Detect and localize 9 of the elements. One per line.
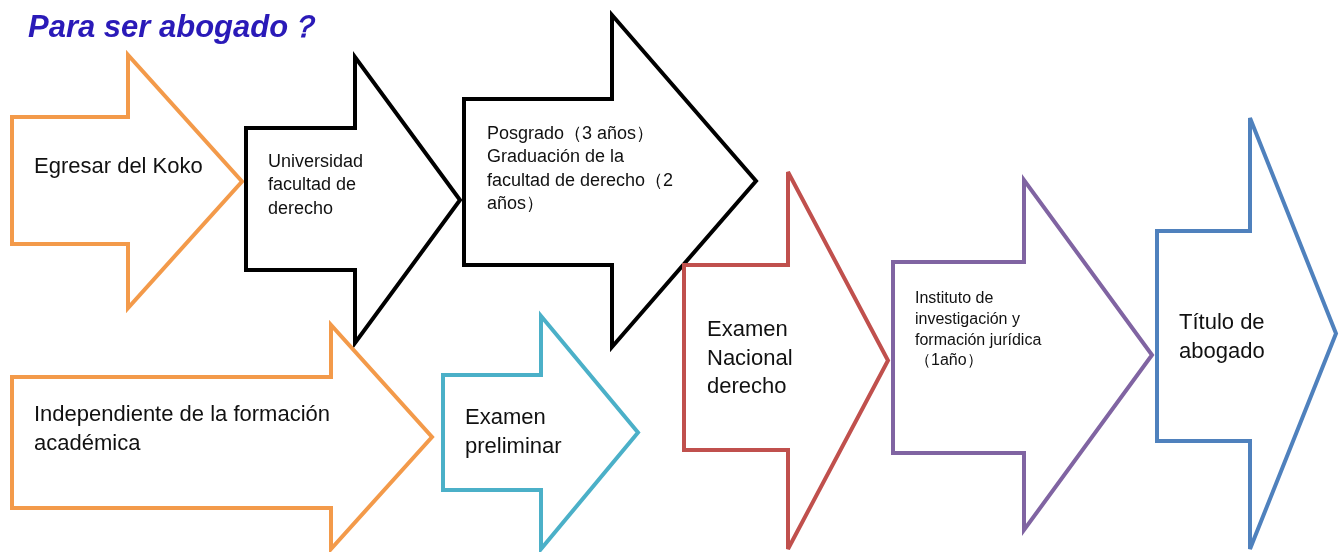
arrow-label: Título de abogado [1179, 308, 1266, 365]
arrow-label: Instituto de investigación y formación jurídica（1año） [915, 288, 1043, 371]
arrow-label: Universidad facultad de derecho [268, 150, 365, 220]
title: Para ser abogado？ [28, 8, 320, 46]
arrow-label: Egresar del Koko [34, 152, 204, 180]
arrow-label: Examen preliminar [465, 403, 563, 460]
arrow-label: Posgrado（3 años） Graduación de la facultad de derecho（2 años） [487, 122, 675, 216]
arrow-label: Examen Nacional derecho [707, 315, 794, 401]
arrow-label: Independiente de la formación académica [34, 400, 331, 457]
